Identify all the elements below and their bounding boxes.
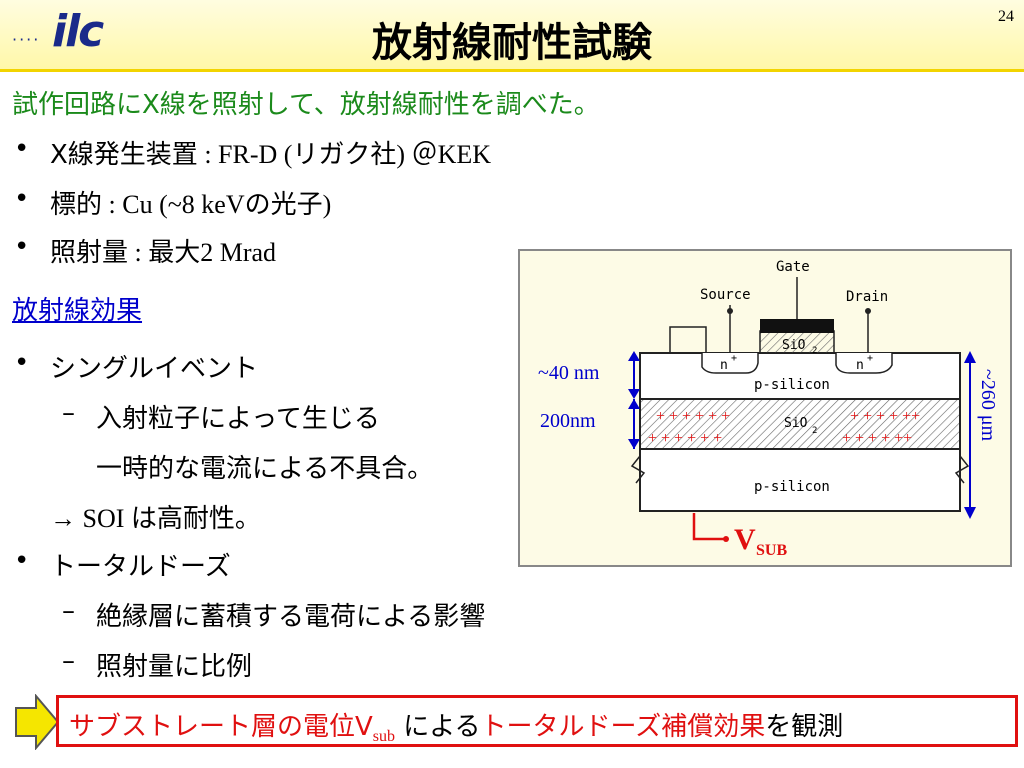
dim-40nm-arrowhead-top <box>628 351 640 361</box>
bullet-marker: • <box>14 546 30 576</box>
drain-node <box>865 308 871 314</box>
soi-cross-section-diagram: SiO 2 Gate Source Drain n + n + p-silico… <box>518 249 1012 567</box>
single-event-label: シングルイベント <box>50 354 259 384</box>
conclusion-text: サブストレート層の電位Vsub によるトータルドーズ補償効果を観測 <box>69 706 843 746</box>
header-rule <box>0 69 1024 72</box>
bullet-value: : Cu (~8 keVの光子) <box>102 190 332 219</box>
intro-text: 試作回路にX線を照射して、放射線耐性を調べた。 <box>12 90 600 120</box>
dim-40nm-arrowhead-bottom <box>628 389 640 399</box>
charges-row1-right: + + + + ++ <box>850 408 920 425</box>
buried-oxide-layer <box>639 398 961 450</box>
n-plus-source-region <box>701 353 759 374</box>
n-plus-right-label: n <box>856 358 864 373</box>
n-plus-left-label: n <box>720 358 728 373</box>
bullet-label: 照射量 <box>50 238 129 268</box>
source-wire <box>669 326 707 353</box>
bullet-label: X線発生装置 <box>50 140 198 170</box>
charges-row2-right: + + + + ++ <box>842 430 912 447</box>
vsub-label: V <box>734 523 756 556</box>
dim-260um-label: ~260 μm <box>977 369 999 442</box>
bullet-marker: • <box>14 184 30 214</box>
dim-200nm-arrowhead-top <box>628 399 640 409</box>
bullet-value: : 最大2 Mrad <box>128 238 277 267</box>
charges-row1-left: + + + + + + <box>656 408 730 425</box>
bullet-dose: 照射量 : 最大2 Mrad <box>50 232 276 269</box>
drain-label: Drain <box>846 289 888 305</box>
ilc-logo: ilc <box>52 6 104 57</box>
box-label-sub: 2 <box>812 426 817 436</box>
charges-row2-left: + + + + + + <box>648 430 722 447</box>
bullet-marker: • <box>14 232 30 262</box>
total-dose-label: トータルドーズ <box>50 552 231 582</box>
p-silicon-bottom-label: p-silicon <box>754 479 830 495</box>
bullet-marker: • <box>14 134 30 164</box>
bullet-xray-generator: X線発生装置 : FR-D (リガク社) ＠KEK <box>50 134 491 171</box>
dash-marker: – <box>62 596 75 626</box>
dim-40nm-label: ~40 nm <box>538 362 600 384</box>
gate-oxide-sub: 2 <box>812 346 817 356</box>
single-event-desc-1: 入射粒子によって生じる <box>96 404 380 434</box>
conclusion-banner: サブストレート層の電位Vsub によるトータルドーズ補償効果を観測 <box>56 695 1018 747</box>
total-dose-desc-2: 照射量に比例 <box>96 652 253 682</box>
vsub-subscript: SUB <box>756 542 787 559</box>
source-node <box>727 308 733 314</box>
dim-200nm-arrowhead-bottom <box>628 439 640 449</box>
bullet-target: 標的 : Cu (~8 keVの光子) <box>50 184 331 221</box>
banner-part2: による <box>395 712 481 742</box>
dash-marker: – <box>62 646 75 676</box>
break-mark-right <box>954 455 970 484</box>
bullet-marker: • <box>14 348 30 378</box>
break-mark-left <box>630 455 646 484</box>
slide-title: 放射線耐性試験 <box>372 20 652 66</box>
banner-part1-sub: sub <box>372 728 396 745</box>
dim-200nm-label: 200nm <box>540 410 596 432</box>
bullet-label: 標的 <box>50 190 103 220</box>
slide-header: ···· ilc 放射線耐性試験 24 <box>0 0 1024 72</box>
dim-260um-arrowhead-bottom <box>964 507 976 519</box>
dash-marker: – <box>62 398 75 428</box>
banner-part4: を観測 <box>765 712 844 742</box>
vsub-wire <box>692 513 724 541</box>
vsub-node <box>723 536 729 542</box>
box-label: SiO <box>784 416 808 431</box>
banner-part1: サブストレート層の電位V <box>69 712 373 742</box>
single-event-desc-2: 一時的な電流による不具合。 <box>96 454 434 484</box>
p-silicon-top-label: p-silicon <box>754 377 830 393</box>
dim-260um-arrowhead-top <box>964 351 976 363</box>
right-arrow-icon <box>15 694 60 750</box>
n-plus-drain-region <box>835 353 893 374</box>
n-plus-right-sup: + <box>867 353 873 364</box>
gate-oxide-label: SiO <box>782 338 806 353</box>
page-number: 24 <box>998 8 1014 25</box>
header-dots: ···· <box>12 30 41 49</box>
bullet-value: : FR-D (リガク社) ＠KEK <box>197 140 492 169</box>
soi-note: → SOI は高耐性。 <box>50 504 261 533</box>
soi-diagram-svg: SiO 2 Gate Source Drain n + n + p-silico… <box>538 259 999 559</box>
banner-part3: トータルドーズ補償効果 <box>480 712 766 742</box>
gate-label: Gate <box>776 259 810 275</box>
n-plus-left-sup: + <box>731 353 737 364</box>
gate-electrode <box>760 319 834 333</box>
total-dose-desc-1: 絶縁層に蓄積する電荷による影響 <box>96 602 486 632</box>
section-heading[interactable]: 放射線効果 <box>12 296 143 326</box>
source-label: Source <box>700 287 751 303</box>
